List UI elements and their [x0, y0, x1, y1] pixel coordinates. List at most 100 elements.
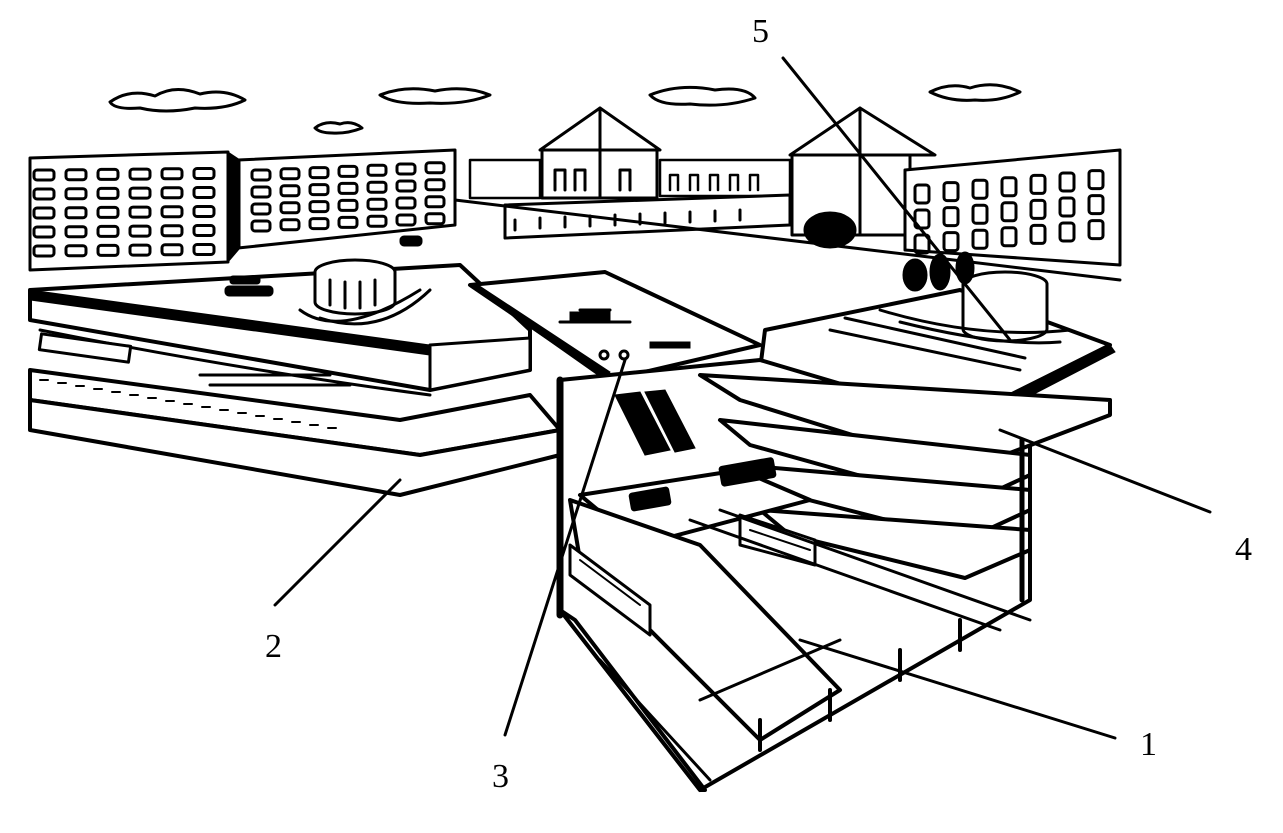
building-window [128, 167, 152, 181]
building-window [250, 219, 272, 233]
building-window [64, 187, 88, 201]
leader-line-4 [998, 428, 1212, 514]
building-window [366, 197, 388, 211]
escalators [614, 389, 696, 456]
background-buildings [28, 106, 1122, 272]
building-window [1087, 169, 1105, 191]
leader-line-1 [798, 638, 1117, 740]
distant-pavilion-left [538, 106, 662, 200]
building-window [128, 186, 152, 200]
leader-line-5 [781, 56, 1012, 342]
distant-row-buildings [468, 158, 792, 200]
building-window [1087, 194, 1105, 216]
building-window [96, 243, 120, 257]
building-window [395, 162, 417, 176]
building-window [96, 205, 120, 219]
building-window [1058, 171, 1076, 193]
building-window [366, 163, 388, 177]
building-window [308, 200, 330, 214]
floor-slabs [698, 373, 1112, 580]
right-historic-building [903, 148, 1122, 267]
building-window [250, 185, 272, 199]
building-window [424, 212, 446, 226]
right-plaza-deck [758, 211, 1116, 423]
building-window [192, 186, 216, 199]
building-window [1029, 198, 1047, 220]
building-window [1087, 219, 1105, 241]
trees [803, 211, 975, 292]
building-window [96, 167, 120, 181]
low-pavilion [503, 193, 792, 240]
building-window [942, 206, 960, 228]
building-window [64, 206, 88, 220]
building-window [337, 215, 359, 229]
building-window [1000, 201, 1018, 223]
leader-line-2 [273, 478, 402, 607]
building-window [160, 186, 184, 200]
building-window [337, 164, 359, 178]
building-window [64, 225, 88, 239]
callout-label-4: 4 [1235, 531, 1252, 568]
building-window [424, 195, 446, 209]
vehicles [224, 235, 423, 297]
building-window [971, 178, 989, 200]
building-window [128, 205, 152, 219]
building-window [971, 203, 989, 225]
building-window [308, 217, 330, 231]
building-window [128, 243, 152, 257]
building-window [971, 228, 989, 250]
building-window [279, 218, 301, 232]
building-window [942, 231, 960, 253]
building-window [192, 167, 216, 180]
building-window [395, 179, 417, 193]
building-window [192, 205, 216, 218]
building-window [32, 225, 56, 239]
building-window [160, 167, 184, 181]
building-window [1000, 176, 1018, 198]
callout-label-2: 2 [265, 628, 282, 665]
central-ramp-platform [468, 270, 762, 382]
building-window [337, 198, 359, 212]
building-window [366, 180, 388, 194]
underground-cutaway [556, 358, 1112, 792]
building-window [366, 214, 388, 228]
building-window [32, 244, 56, 258]
building-window [1058, 196, 1076, 218]
building-window [250, 168, 272, 182]
building-window [160, 243, 184, 257]
building-window [96, 224, 120, 238]
building-window [32, 206, 56, 220]
building-window [279, 167, 301, 181]
building-window [942, 181, 960, 203]
building-window [64, 168, 88, 182]
right-rotunda [828, 270, 1072, 372]
building-window [192, 224, 216, 237]
clouds [108, 83, 1022, 135]
building-window [424, 178, 446, 192]
building-window [1058, 221, 1076, 243]
building-window [279, 184, 301, 198]
center-apartment-block [227, 148, 457, 264]
building-window [308, 166, 330, 180]
left-apartment-block [28, 150, 230, 272]
building-window [913, 233, 931, 255]
callout-labels: 1 2 3 4 5 [265, 13, 1252, 795]
rotunda-entrance [298, 258, 432, 326]
left-plaza-deck [28, 235, 532, 397]
building-window [128, 224, 152, 238]
building-window [250, 202, 272, 216]
building-window [395, 213, 417, 227]
callout-label-5: 5 [752, 13, 769, 50]
building-window [1029, 223, 1047, 245]
building-window [337, 181, 359, 195]
building-window [279, 201, 301, 215]
callout-label-1: 1 [1140, 726, 1157, 763]
building-window [1029, 173, 1047, 195]
building-window [395, 196, 417, 210]
building-window [913, 208, 931, 230]
building-window [32, 187, 56, 201]
building-window [96, 186, 120, 200]
trains [568, 513, 817, 637]
building-window [424, 161, 446, 175]
